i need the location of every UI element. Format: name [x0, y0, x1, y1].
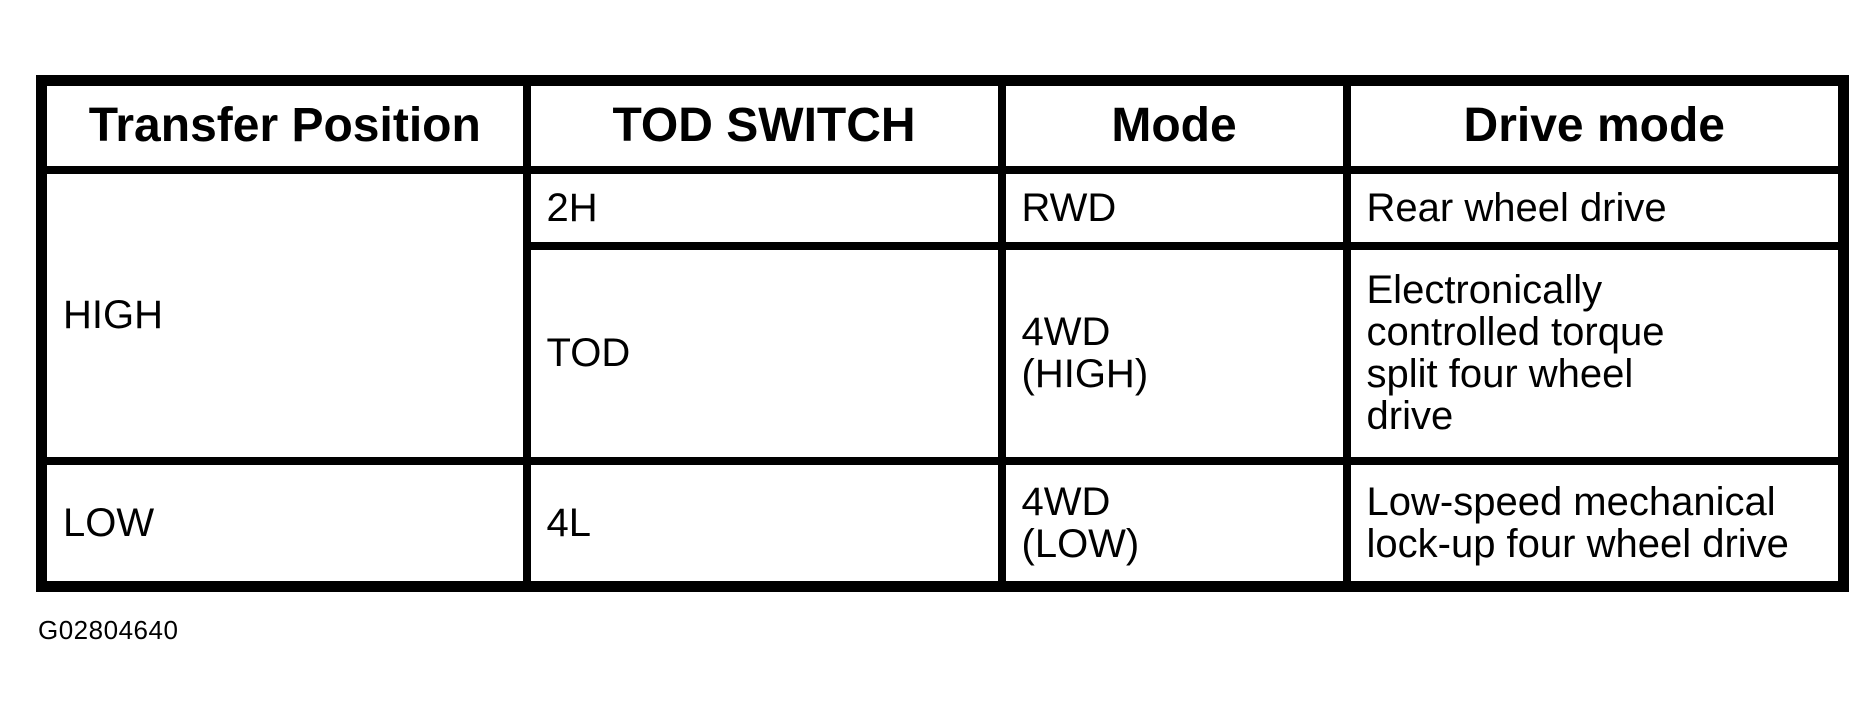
table-row: HIGH 2H RWD Rear wheel drive	[37, 165, 1848, 465]
figure-id-label: G02804640	[38, 615, 179, 645]
cell-tod-switch-tod: TOD	[522, 242, 1006, 465]
header-transfer-position: Transfer Position	[37, 76, 531, 174]
cell-drive-mode-rear-wheel: Rear wheel drive	[1342, 165, 1848, 251]
cell-transfer-position-low: LOW	[37, 456, 531, 591]
cell-tod-switch-2h: 2H	[522, 165, 1006, 251]
table-row: LOW 4L 4WD (LOW) Low-speed mechanical lo…	[37, 456, 1848, 591]
cell-mode-4wd-high: 4WD (HIGH)	[997, 242, 1351, 465]
cell-transfer-position-high: HIGH	[37, 165, 531, 465]
cell-mode-4wd-low: 4WD (LOW)	[997, 456, 1351, 591]
drive-mode-table: Transfer Position TOD SWITCH Mode Drive …	[36, 75, 1849, 592]
table-row: TOD 4WD (HIGH) Electronically controlled…	[42, 242, 1848, 465]
header-drive-mode: Drive mode	[1342, 76, 1848, 174]
header-mode: Mode	[997, 76, 1351, 174]
table-header-row: Transfer Position TOD SWITCH Mode Drive …	[37, 76, 1848, 174]
cell-mode-rwd: RWD	[997, 165, 1351, 251]
header-tod-switch: TOD SWITCH	[522, 76, 1006, 174]
cell-tod-switch-4l: 4L	[522, 456, 1006, 591]
cell-drive-mode-torque-split: Electronically controlled torque split f…	[1342, 242, 1848, 465]
cell-drive-mode-lockup: Low-speed mechanical lock-up four wheel …	[1342, 456, 1848, 591]
